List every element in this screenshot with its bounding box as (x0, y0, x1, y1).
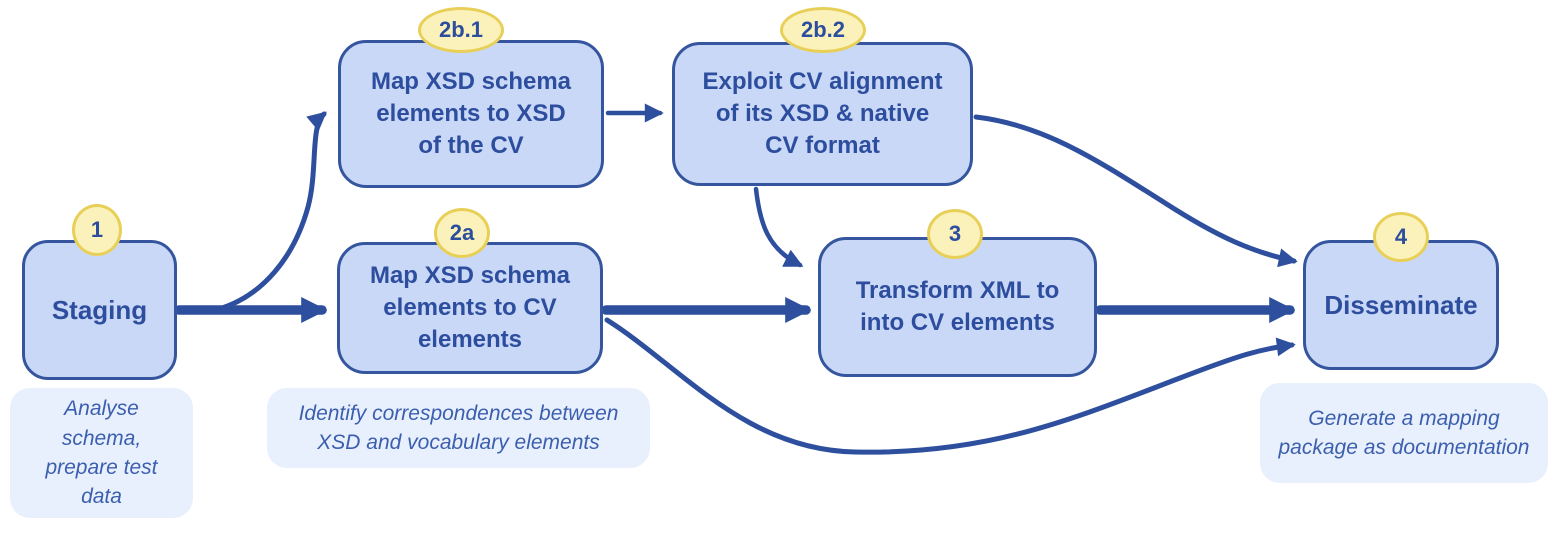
node-map-xsd-to-cv-elements: Map XSD schema elements to CV elements (337, 242, 603, 374)
badge-step-2b2: 2b.2 (780, 7, 866, 53)
note-staging: Analyse schema, prepare test data (10, 388, 193, 518)
node-staging: Staging (22, 240, 177, 380)
node-label: Disseminate (1324, 289, 1478, 320)
badge-step-1: 1 (72, 204, 122, 256)
badge-step-4: 4 (1373, 212, 1429, 262)
arrow-2b2-to-disseminate (973, 114, 1298, 268)
node-map-xsd-to-xsd-of-cv: Map XSD schema elements to XSD of the CV (338, 40, 604, 188)
arrow-2b2-to-3 (753, 186, 804, 268)
note-map-xsd: Identify correspondences between XSD and… (267, 388, 650, 468)
badge-step-2a: 2a (434, 208, 490, 258)
arrow-staging-to-2b1 (216, 111, 327, 312)
node-label: Transform XML to into CV elements (855, 277, 1060, 336)
node-label: Staging (51, 294, 148, 325)
node-label: Map XSD schema elements to CV elements (369, 262, 571, 353)
node-label: Exploit CV alignment of its XSD & native… (702, 68, 943, 159)
badge-step-3: 3 (927, 209, 983, 259)
node-exploit-cv-alignment: Exploit CV alignment of its XSD & native… (672, 42, 973, 186)
arrow-2a-to-disseminate (604, 317, 1296, 455)
badge-step-2b1: 2b.1 (418, 7, 504, 53)
note-disseminate: Generate a mapping package as documentat… (1260, 383, 1548, 483)
node-label: Map XSD schema elements to XSD of the CV (370, 68, 572, 159)
